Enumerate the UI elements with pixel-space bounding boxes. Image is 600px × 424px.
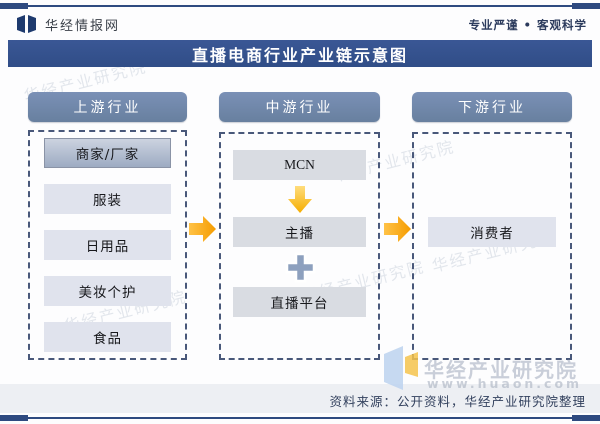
node-label: 商家/厂家 [75, 147, 140, 163]
bottom-rule-line [0, 417, 600, 419]
footer-band [0, 384, 600, 413]
node-label: 直播平台 [270, 296, 329, 312]
bottom-rule-left-cap [0, 415, 28, 421]
node-label: 日用品 [85, 239, 130, 255]
column-header-label: 下游行业 [458, 100, 526, 116]
node-consumers: 消费者 [428, 217, 556, 247]
page-title: 直播电商行业产业链示意图 [191, 45, 408, 65]
midstream-dashed-frame [219, 132, 380, 360]
huajing-logo-icon [17, 15, 36, 33]
node-mcn: MCN [233, 150, 366, 180]
node-anchor: 主播 [233, 217, 366, 247]
node-label: 美妆个护 [78, 285, 137, 301]
tagline: 专业严谨 • 客观科学 [468, 18, 587, 32]
node-live-platform: 直播平台 [233, 287, 366, 317]
column-header-upstream: 上游行业 [28, 92, 187, 122]
brand: 华经情报网 [16, 14, 120, 34]
column-header-midstream: 中游行业 [219, 92, 380, 122]
downstream-dashed-frame [412, 132, 572, 360]
column-header-label: 中游行业 [265, 100, 334, 116]
watermark-url: www.huaon.com [427, 376, 583, 391]
node-beauty-care: 美妆个护 [44, 276, 171, 306]
node-apparel: 服装 [44, 184, 171, 214]
top-rule-right-cap [572, 3, 600, 9]
node-label: 消费者 [470, 226, 514, 242]
node-food: 食品 [44, 322, 171, 352]
column-header-label: 上游行业 [73, 100, 142, 116]
node-label: 食品 [93, 331, 122, 347]
watermark-name: 华经产业研究院 [424, 358, 578, 382]
node-label: 服装 [93, 193, 122, 209]
bottom-rule-right-cap [572, 415, 600, 421]
plus-icon [285, 252, 316, 283]
node-merchants: 商家/厂家 [44, 138, 171, 168]
flow-right-arrow-icon [384, 216, 411, 242]
flow-right-arrow-icon [189, 216, 216, 242]
top-rule-left-cap [0, 3, 28, 9]
down-arrow-icon [288, 186, 312, 213]
column-header-downstream: 下游行业 [412, 92, 572, 122]
node-label: MCN [284, 157, 315, 172]
brand-name: 华经情报网 [45, 18, 121, 34]
source-note: 资料来源：公开资料，华经产业研究院整理 [329, 394, 586, 409]
title-bar: 直播电商行业产业链示意图 [8, 40, 592, 67]
node-daily-goods: 日用品 [44, 230, 171, 260]
node-label: 主播 [285, 226, 314, 242]
top-rule-line [0, 5, 600, 7]
upstream-dashed-frame [28, 130, 187, 360]
